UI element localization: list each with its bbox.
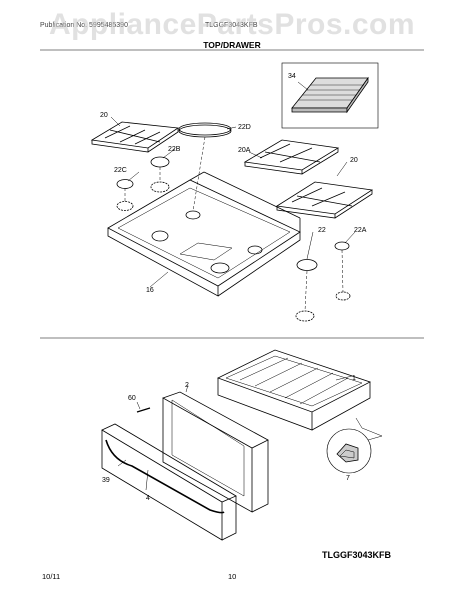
publication-header: Publication No. 5995485390 (40, 22, 128, 29)
model-header: TLGGF3043KFB (205, 22, 258, 29)
callout-2: 2 (185, 382, 189, 389)
burner-cap-22c (116, 179, 134, 189)
drawer-assembly-1 (216, 349, 372, 431)
callout-22a: 22A (354, 227, 367, 234)
callout-22: 22 (318, 227, 326, 234)
callout-20a: 20A (238, 147, 251, 154)
callout-22c: 22C (114, 167, 127, 174)
callout-60: 60 (128, 395, 136, 402)
drawer-slide-part-7 (326, 428, 372, 474)
model-number-label: TLGGF3043KFB (322, 550, 392, 560)
callout-22d: 22D (238, 124, 251, 131)
burner-cap-22 (296, 259, 318, 271)
drawer-front-4 (101, 423, 237, 541)
callout-16: 16 (146, 287, 154, 294)
callout-4: 4 (146, 495, 150, 502)
callout-34: 34 (288, 73, 296, 80)
burner-cap-22b (150, 156, 170, 168)
section-title: TOP/DRAWER (203, 40, 261, 50)
burner-cap-22a (334, 241, 350, 251)
footer-date: 10/11 (42, 572, 61, 581)
callout-20-right: 20 (350, 157, 358, 164)
footer-page-number: 10 (228, 572, 237, 581)
callout-22b: 22B (168, 146, 181, 153)
callout-7: 7 (346, 475, 350, 482)
burner-grate-20-right (275, 181, 374, 219)
drawer-handle-39 (105, 439, 225, 514)
callout-20: 20 (100, 112, 108, 119)
cooktop-main-top-16 (107, 171, 301, 297)
drawer-back-panel-2 (162, 391, 269, 513)
screw-60 (136, 407, 151, 413)
callout-39: 39 (102, 477, 110, 484)
griddle-part-34 (281, 62, 379, 129)
burner-grate-20-left (90, 121, 180, 153)
burner-grate-20a (243, 139, 340, 175)
callout-1: 1 (352, 375, 356, 382)
